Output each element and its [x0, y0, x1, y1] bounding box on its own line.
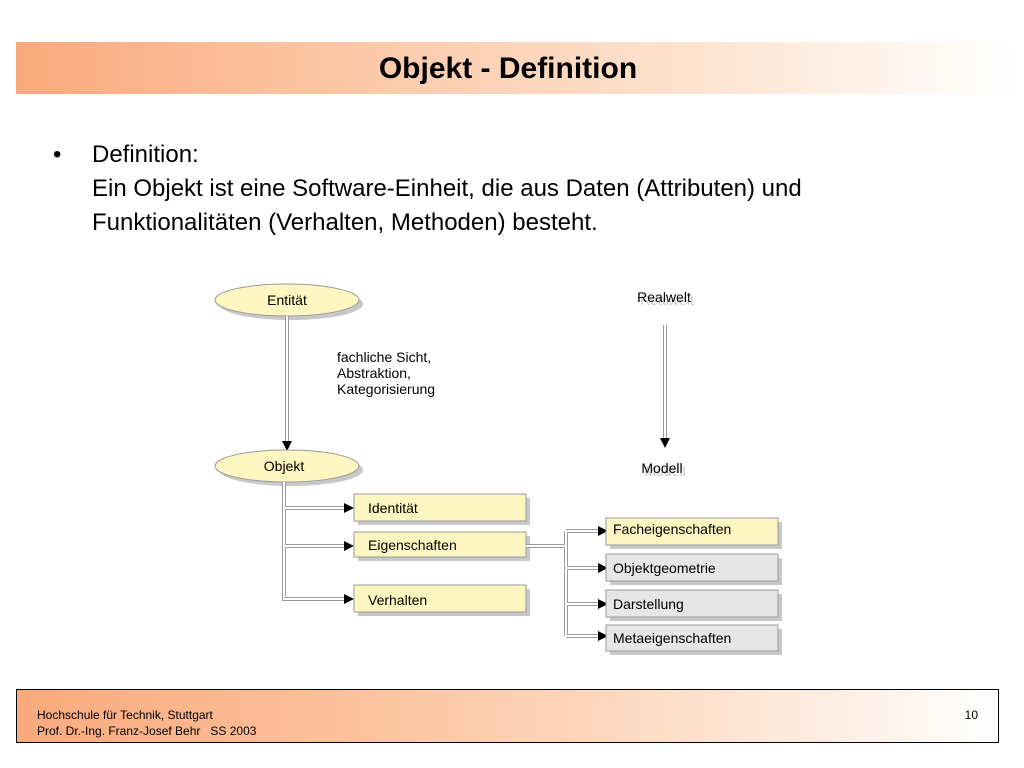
abstraction-arrowhead — [282, 441, 292, 451]
darstellung-box — [605, 589, 779, 618]
definition-line-1: Ein Objekt ist eine Software-Einheit, di… — [92, 175, 802, 202]
objektgeometrie-arrowhead — [598, 563, 608, 573]
facheigenschaften-box — [605, 517, 779, 546]
definition-heading: Definition: — [92, 141, 199, 168]
page-number: 10 — [964, 708, 978, 722]
identity-arrowhead — [344, 503, 354, 513]
model-arrowhead — [660, 438, 670, 448]
caption-line-1: fachliche Sicht, — [337, 349, 431, 365]
abstraction-caption: fachliche Sicht, Abstraktion, Kategorisi… — [337, 349, 435, 397]
definition-line-2: Funktionalitäten (Verhalten, Methoden) b… — [92, 209, 598, 236]
footer-institution: Hochschule für Technik, Stuttgart — [37, 708, 213, 722]
objektgeometrie-label: Objektgeometrie — [613, 560, 716, 576]
darstellung-label: Darstellung — [613, 596, 684, 612]
metaeigenschaften-label: Metaeigenschaften — [613, 630, 731, 646]
footer-author: Prof. Dr.-Ing. Franz-Josef Behr SS 2003 — [37, 724, 257, 738]
object-ellipse — [214, 449, 360, 483]
behavior-arrowhead — [344, 594, 354, 604]
objektgeometrie-box — [605, 553, 779, 582]
model-label-shadow: Modell — [644, 463, 685, 479]
metaeigenschaften-box — [605, 624, 779, 652]
title-bar — [16, 42, 1016, 94]
definition-block: Definition: Ein Objekt ist eine Software… — [92, 138, 992, 240]
slide-footer: Hochschule für Technik, Stuttgart Prof. … — [16, 689, 999, 743]
caption-line-2: Abstraktion, — [337, 365, 411, 381]
behavior-label: Verhalten — [368, 592, 427, 608]
slide-title: Objekt - Definition — [378, 52, 638, 85]
darstellung-arrowhead — [598, 599, 608, 609]
properties-arrowhead — [344, 541, 354, 551]
identity-box — [353, 493, 527, 522]
property-connectors — [526, 529, 601, 638]
properties-label: Eigenschaften — [368, 537, 457, 553]
identity-label: Identität — [368, 500, 418, 516]
behavior-box — [353, 584, 527, 613]
aspect-connectors — [282, 482, 348, 601]
realworld-label: Realwelt — [637, 289, 691, 305]
bullet-point: • — [53, 141, 62, 168]
caption-line-3: Kategorisierung — [337, 381, 435, 397]
facheigenschaften-arrowhead — [598, 526, 608, 536]
facheigenschaften-label: Facheigenschaften — [613, 521, 731, 537]
realworld-label-shadow: Realwelt — [640, 292, 694, 308]
metaeigenschaften-arrowhead — [598, 631, 608, 641]
entity-label: Entität — [267, 292, 307, 308]
object-label: Objekt — [264, 458, 305, 474]
model-label: Modell — [641, 460, 682, 476]
